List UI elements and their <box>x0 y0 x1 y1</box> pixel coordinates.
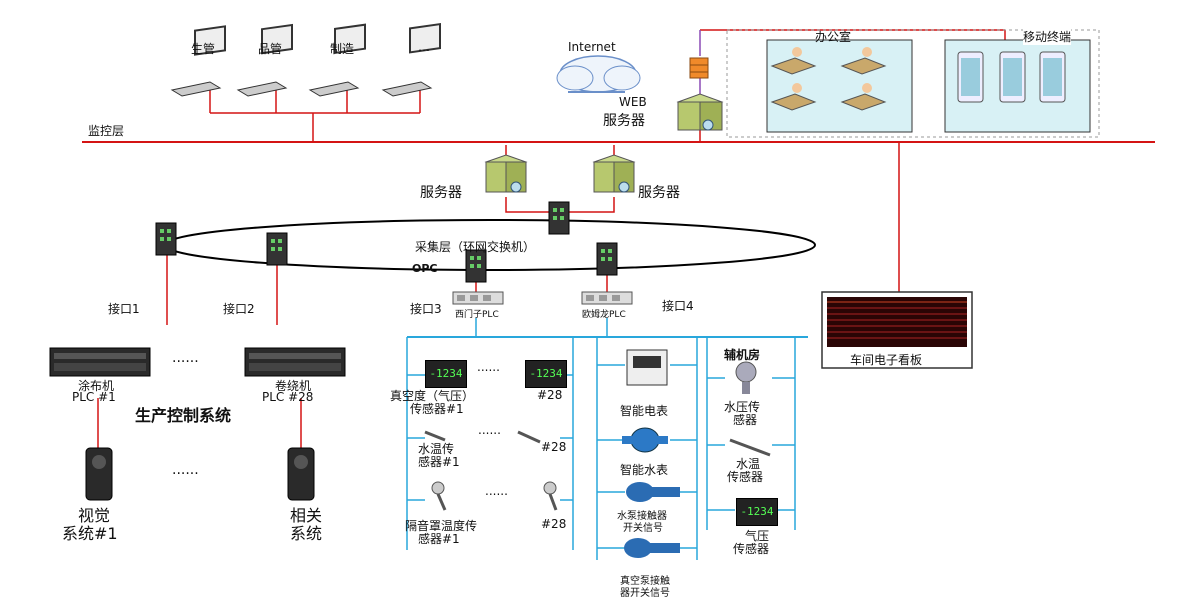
person-desk-icon <box>840 83 887 111</box>
switch-icon <box>266 232 288 266</box>
plc2-name: 卷绕机 <box>275 379 312 393</box>
web-label: WEB <box>619 95 647 109</box>
server-icon <box>676 93 724 131</box>
dots: ...... <box>478 423 501 437</box>
plc-icon <box>49 347 151 377</box>
meter-icon <box>626 349 668 386</box>
digital-display: -1234 <box>525 360 567 388</box>
water-meter-label: 智能水表 <box>620 463 669 477</box>
ellipsis: ...... <box>172 462 199 478</box>
digital-display: -1234 <box>736 498 778 526</box>
plc-icon <box>244 347 346 377</box>
port-label: 接口1 <box>108 302 140 316</box>
plc-omron-label: 欧姆龙PLC <box>582 310 626 320</box>
phone-icon <box>1039 51 1066 103</box>
client-label: 制造 <box>330 42 355 56</box>
monitor-layer-label: 监控层 <box>88 124 125 138</box>
aux-room-label: 辅机房 <box>724 348 761 362</box>
probe-icon <box>424 430 446 442</box>
plc-icon <box>452 291 504 305</box>
opc-label: OPC <box>412 262 438 275</box>
plc2-id: PLC #28 <box>262 390 314 404</box>
n28-label: #28 <box>537 388 563 402</box>
camera-icon <box>287 447 315 501</box>
switch-icon <box>548 201 570 235</box>
server-label-right: 服务器 <box>638 185 680 201</box>
vacuum-pump-label: 器开关信号 <box>620 588 670 599</box>
probe-icon <box>735 361 757 394</box>
vacuum-pump-label: 真空泵接触 <box>620 576 670 587</box>
plc-siemens-label: 西门子PLC <box>455 310 499 320</box>
probe-icon <box>729 438 771 457</box>
cloud-icon <box>556 55 641 93</box>
firewall-icon <box>689 57 709 79</box>
monitor-icon <box>170 25 226 97</box>
server-label-left: 服务器 <box>420 185 462 201</box>
office-label: 办公室 <box>815 30 852 44</box>
probe-icon <box>517 430 541 444</box>
production-title: 生产控制系统 <box>135 406 232 425</box>
switch-icon <box>155 222 177 256</box>
dots: ...... <box>485 484 508 498</box>
client-label: … <box>418 40 430 54</box>
plc1-id: PLC #1 <box>72 390 116 404</box>
switch-icon <box>596 242 618 276</box>
display-icon <box>821 291 973 369</box>
water-temp-label: 感器#1 <box>418 455 460 469</box>
client-label: 品管 <box>258 42 283 56</box>
internet-label: Internet <box>568 40 616 54</box>
plc1-name: 涂布机 <box>78 379 115 393</box>
ring-label: 采集层（环网交换机） <box>415 240 536 254</box>
mobile-label: 移动终端 <box>1023 28 1072 45</box>
switch-icon <box>465 249 487 283</box>
water-pressure-label: 感器 <box>733 413 758 427</box>
phone-icon <box>999 51 1026 103</box>
water-temp2-label: 水温 <box>736 457 761 471</box>
vacuum-label: 传感器#1 <box>410 402 464 416</box>
client-label: 生管 <box>191 42 216 56</box>
ellipsis: ...... <box>172 350 199 366</box>
phone-icon <box>957 51 984 103</box>
dots: ...... <box>477 360 500 374</box>
air-pressure-label: 传感器 <box>733 542 770 556</box>
hood-label: 感器#1 <box>418 532 460 546</box>
person-desk-icon <box>770 47 817 75</box>
digital-display: -1234 <box>425 360 467 388</box>
air-pressure-label: 气压 <box>745 529 770 543</box>
vision-label: 视觉 <box>78 506 111 525</box>
pump-label: 开关信号 <box>623 523 663 534</box>
monitor-icon <box>308 23 366 97</box>
meter-icon <box>622 427 668 453</box>
port-label: 接口2 <box>223 302 255 316</box>
water-temp2-label: 传感器 <box>727 470 764 484</box>
plc-icon <box>581 291 633 305</box>
monitor-icon <box>236 23 293 97</box>
vacuum-label: 真空度（气压） <box>390 389 475 403</box>
meter-label: 智能电表 <box>620 404 669 418</box>
person-desk-icon <box>770 83 817 111</box>
server-icon <box>592 154 636 193</box>
n28-label: #28 <box>541 440 567 454</box>
hood-label: 隔音罩温度传 <box>405 519 478 533</box>
board-label: 车间电子看板 <box>850 353 923 367</box>
related-label: 系统 <box>290 524 323 543</box>
vision-label: 系统#1 <box>62 524 118 543</box>
person-desk-icon <box>840 47 887 75</box>
web-server-label: 服务器 <box>603 113 645 129</box>
n28-label: #28 <box>541 517 567 531</box>
pump-icon <box>624 538 680 558</box>
related-label: 相关 <box>290 506 323 525</box>
probe-icon <box>543 481 558 511</box>
port-label: 接口4 <box>662 299 694 313</box>
camera-icon <box>85 447 113 501</box>
monitor-icon <box>381 23 441 97</box>
probe-icon <box>431 481 447 511</box>
pump-icon <box>626 482 680 502</box>
pump-label: 水泵接触器 <box>617 511 667 522</box>
water-pressure-label: 水压传 <box>724 400 761 414</box>
water-temp-label: 水温传 <box>418 442 455 456</box>
port-label: 接口3 <box>410 302 442 316</box>
server-icon <box>484 154 528 193</box>
